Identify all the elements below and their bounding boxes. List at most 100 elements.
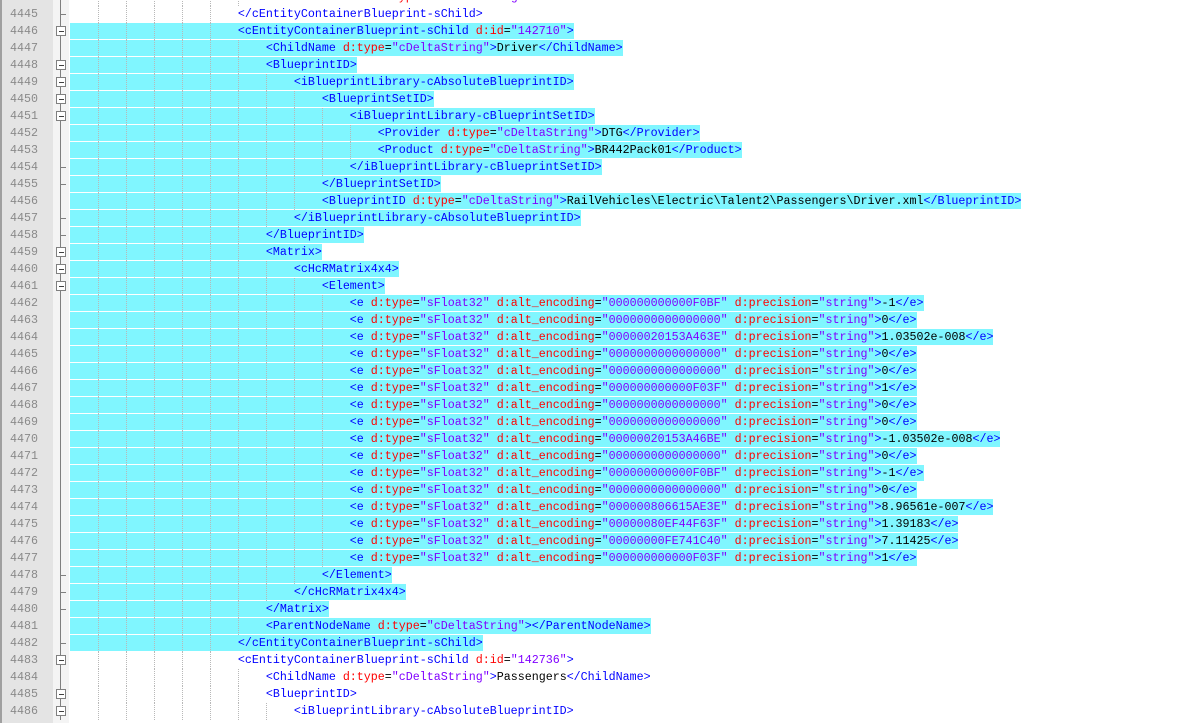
code-text[interactable]: <Element> [70, 278, 385, 294]
code-text[interactable]: <e d:type="sFloat32" d:alt_encoding="000… [70, 329, 994, 345]
code-text[interactable]: <e d:type="sFloat32" d:alt_encoding="000… [70, 516, 959, 532]
code-line[interactable]: 4477 <e d:type="sFloat32" d:alt_encoding… [0, 550, 1179, 567]
code-line[interactable]: 4444 <ParentNodeName d:type="cDeltaStrin… [0, 0, 1179, 6]
code-text[interactable]: <ParentNodeName d:type="cDeltaString"></… [70, 618, 651, 634]
code-text[interactable]: <iBlueprintLibrary-cBlueprintSetID> [70, 108, 595, 124]
code-text[interactable]: <e d:type="sFloat32" d:alt_encoding="000… [70, 482, 917, 498]
fold-collapse-icon[interactable] [53, 244, 69, 261]
code-line[interactable]: 4486 <iBlueprintLibrary-cAbsoluteBluepri… [0, 703, 1179, 720]
code-text[interactable]: </iBlueprintLibrary-cBlueprintSetID> [70, 159, 602, 175]
fold-collapse-icon[interactable] [53, 278, 69, 295]
code-text[interactable]: <e d:type="sFloat32" d:alt_encoding="000… [70, 448, 917, 464]
code-text[interactable]: <cEntityContainerBlueprint-sChild d:id="… [70, 652, 574, 668]
code-line[interactable]: 4475 <e d:type="sFloat32" d:alt_encoding… [0, 516, 1179, 533]
code-text[interactable]: <ChildName d:type="cDeltaString">Driver<… [70, 40, 623, 56]
fold-collapse-icon[interactable] [53, 23, 69, 40]
code-text[interactable]: <e d:type="sFloat32" d:alt_encoding="000… [70, 499, 994, 515]
fold-collapse-icon[interactable] [53, 74, 69, 91]
code-text[interactable]: <e d:type="sFloat32" d:alt_encoding="000… [70, 363, 917, 379]
code-line[interactable]: 4454 </iBlueprintLibrary-cBlueprintSetID… [0, 159, 1179, 176]
code-line[interactable]: 4449 <iBlueprintLibrary-cAbsoluteBluepri… [0, 74, 1179, 91]
code-line[interactable]: 4465 <e d:type="sFloat32" d:alt_encoding… [0, 346, 1179, 363]
code-text[interactable]: <BlueprintSetID> [70, 91, 434, 107]
code-line[interactable]: 4464 <e d:type="sFloat32" d:alt_encoding… [0, 329, 1179, 346]
code-text[interactable]: </cEntityContainerBlueprint-sChild> [70, 635, 483, 651]
code-text[interactable]: <BlueprintID d:type="cDeltaString">RailV… [70, 193, 1022, 209]
fold-collapse-icon[interactable] [53, 703, 69, 720]
code-line[interactable]: 4451 <iBlueprintLibrary-cBlueprintSetID> [0, 108, 1179, 125]
code-line[interactable]: 4480 </Matrix> [0, 601, 1179, 618]
code-text[interactable]: <BlueprintID> [70, 686, 357, 702]
code-line[interactable]: 4447 <ChildName d:type="cDeltaString">Dr… [0, 40, 1179, 57]
code-text[interactable]: </Matrix> [70, 601, 329, 617]
code-text[interactable]: </BlueprintSetID> [70, 176, 441, 192]
code-text[interactable]: <e d:type="sFloat32" d:alt_encoding="000… [70, 346, 917, 362]
code-text[interactable]: </cEntityContainerBlueprint-sChild> [70, 6, 483, 22]
code-text[interactable]: </cHcRMatrix4x4> [70, 584, 406, 600]
code-line[interactable]: 4462 <e d:type="sFloat32" d:alt_encoding… [0, 295, 1179, 312]
code-line[interactable]: 4484 <ChildName d:type="cDeltaString">Pa… [0, 669, 1179, 686]
code-line[interactable]: 4445 </cEntityContainerBlueprint-sChild> [0, 6, 1179, 23]
code-text[interactable]: <e d:type="sFloat32" d:alt_encoding="000… [70, 550, 917, 566]
fold-collapse-icon[interactable] [53, 652, 69, 669]
code-line[interactable]: 4481 <ParentNodeName d:type="cDeltaStrin… [0, 618, 1179, 635]
code-line[interactable]: 4446 <cEntityContainerBlueprint-sChild d… [0, 23, 1179, 40]
code-line[interactable]: 4460 <cHcRMatrix4x4> [0, 261, 1179, 278]
code-line[interactable]: 4452 <Provider d:type="cDeltaString">DTG… [0, 125, 1179, 142]
code-text[interactable]: <iBlueprintLibrary-cAbsoluteBlueprintID> [70, 703, 574, 719]
code-text[interactable]: <iBlueprintLibrary-cAbsoluteBlueprintID> [70, 74, 574, 90]
code-line[interactable]: 4467 <e d:type="sFloat32" d:alt_encoding… [0, 380, 1179, 397]
code-line[interactable]: 4468 <e d:type="sFloat32" d:alt_encoding… [0, 397, 1179, 414]
code-text[interactable]: <ChildName d:type="cDeltaString">Passeng… [70, 669, 651, 685]
code-line[interactable]: 4470 <e d:type="sFloat32" d:alt_encoding… [0, 431, 1179, 448]
code-line[interactable]: 4474 <e d:type="sFloat32" d:alt_encoding… [0, 499, 1179, 516]
code-line[interactable]: 4463 <e d:type="sFloat32" d:alt_encoding… [0, 312, 1179, 329]
code-text[interactable]: <e d:type="sFloat32" d:alt_encoding="000… [70, 533, 959, 549]
code-line[interactable]: 4471 <e d:type="sFloat32" d:alt_encoding… [0, 448, 1179, 465]
code-line[interactable]: 4483 <cEntityContainerBlueprint-sChild d… [0, 652, 1179, 669]
code-text[interactable]: </Element> [70, 567, 392, 583]
code-line[interactable]: 4466 <e d:type="sFloat32" d:alt_encoding… [0, 363, 1179, 380]
code-line[interactable]: 4453 <Product d:type="cDeltaString">BR44… [0, 142, 1179, 159]
code-line[interactable]: 4472 <e d:type="sFloat32" d:alt_encoding… [0, 465, 1179, 482]
code-line[interactable]: 4458 </BlueprintID> [0, 227, 1179, 244]
fold-collapse-icon[interactable] [53, 686, 69, 703]
code-line[interactable]: 4459 <Matrix> [0, 244, 1179, 261]
code-line[interactable]: 4476 <e d:type="sFloat32" d:alt_encoding… [0, 533, 1179, 550]
fold-collapse-icon[interactable] [53, 91, 69, 108]
code-text[interactable]: <e d:type="sFloat32" d:alt_encoding="000… [70, 431, 1001, 447]
code-line[interactable]: 4448 <BlueprintID> [0, 57, 1179, 74]
code-line[interactable]: 4456 <BlueprintID d:type="cDeltaString">… [0, 193, 1179, 210]
code-line[interactable]: 4450 <BlueprintSetID> [0, 91, 1179, 108]
code-text[interactable]: </BlueprintID> [70, 227, 364, 243]
code-text[interactable]: <Provider d:type="cDeltaString">DTG</Pro… [70, 125, 700, 141]
code-text[interactable]: <e d:type="sFloat32" d:alt_encoding="000… [70, 397, 917, 413]
code-line[interactable]: 4473 <e d:type="sFloat32" d:alt_encoding… [0, 482, 1179, 499]
xml-tag: <e [349, 313, 364, 327]
code-text[interactable]: <e d:type="sFloat32" d:alt_encoding="000… [70, 465, 924, 481]
code-text[interactable]: <cEntityContainerBlueprint-sChild d:id="… [70, 23, 574, 39]
code-text[interactable]: <e d:type="sFloat32" d:alt_encoding="000… [70, 295, 924, 311]
code-line[interactable]: 4478 </Element> [0, 567, 1179, 584]
code-text[interactable]: <ParentNodeName d:type="cDeltaString"></… [70, 0, 651, 5]
code-text[interactable]: <e d:type="sFloat32" d:alt_encoding="000… [70, 312, 917, 328]
fold-collapse-icon[interactable] [53, 108, 69, 125]
fold-collapse-icon[interactable] [53, 57, 69, 74]
code-line[interactable]: 4455 </BlueprintSetID> [0, 176, 1179, 193]
code-text[interactable]: <e d:type="sFloat32" d:alt_encoding="000… [70, 380, 917, 396]
code-text[interactable]: <Product d:type="cDeltaString">BR442Pack… [70, 142, 742, 158]
code-line[interactable]: 4482 </cEntityContainerBlueprint-sChild> [0, 635, 1179, 652]
code-line[interactable]: 4485 <BlueprintID> [0, 686, 1179, 703]
code-text[interactable]: <e d:type="sFloat32" d:alt_encoding="000… [70, 414, 917, 430]
code-text[interactable]: <Matrix> [70, 244, 322, 260]
code-line[interactable]: 4457 </iBlueprintLibrary-cAbsoluteBluepr… [0, 210, 1179, 227]
code-text[interactable]: <BlueprintID> [70, 57, 357, 73]
fold-collapse-icon[interactable] [53, 261, 69, 278]
code-line[interactable]: 4469 <e d:type="sFloat32" d:alt_encoding… [0, 414, 1179, 431]
code-line[interactable]: 4479 </cHcRMatrix4x4> [0, 584, 1179, 601]
code-text[interactable]: </iBlueprintLibrary-cAbsoluteBlueprintID… [70, 210, 581, 226]
code-line[interactable]: 4461 <Element> [0, 278, 1179, 295]
code-text[interactable]: <cHcRMatrix4x4> [70, 261, 399, 277]
fold-margin[interactable] [53, 0, 69, 723]
